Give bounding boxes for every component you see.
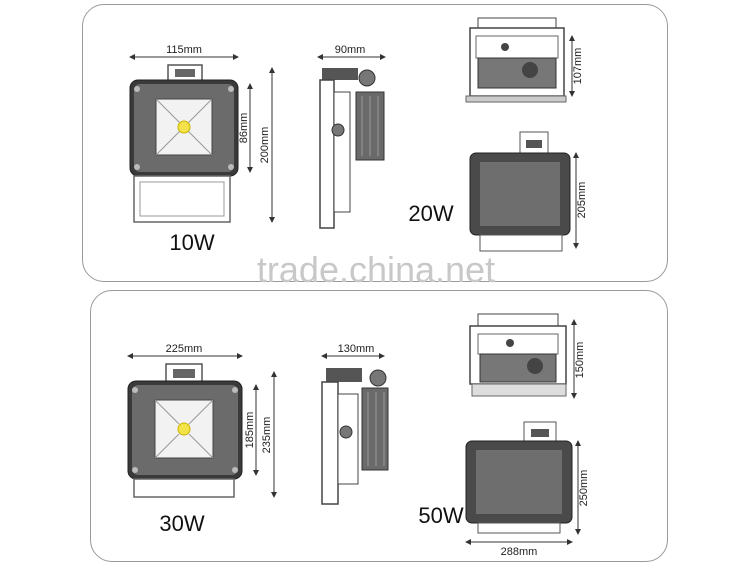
front-view-20w: 205mm xyxy=(469,131,588,252)
front-view-50w: 250mm 288mm xyxy=(465,421,590,558)
front-10w-dimensions: 115mm 86mm 200mm xyxy=(129,44,275,223)
side-view-10w: 90mm xyxy=(317,44,386,229)
label-10w: 10W xyxy=(169,230,214,255)
dim-130mm: 130mm xyxy=(338,343,375,355)
dim-150mm: 150mm xyxy=(574,342,586,379)
dim-107mm: 107mm xyxy=(572,48,584,85)
side-view-30w: 130mm xyxy=(321,343,389,505)
watermark: trade.china.net xyxy=(257,249,495,290)
dim-185mm: 185mm xyxy=(244,412,256,449)
label-20w: 20W xyxy=(408,201,453,226)
dim-205mm: 205mm xyxy=(576,182,588,219)
dim-225mm: 225mm xyxy=(166,343,203,355)
dim-90mm: 90mm xyxy=(335,44,366,56)
label-50w: 50W xyxy=(418,503,463,528)
front-30w-dimensions: 225mm 185mm 235mm xyxy=(127,343,277,498)
label-30w: 30W xyxy=(159,511,204,536)
front-view-10w xyxy=(129,64,239,223)
dim-250mm: 250mm xyxy=(578,470,590,507)
top-view-20w: 107mm xyxy=(465,17,584,103)
dim-235mm: 235mm xyxy=(261,417,273,454)
dim-200mm: 200mm xyxy=(259,127,271,164)
dim-115mm: 115mm xyxy=(166,44,202,56)
top-view-50w: 150mm xyxy=(469,313,586,399)
front-view-30w xyxy=(127,363,243,498)
dim-288mm: 288mm xyxy=(501,546,538,558)
dim-86mm: 86mm xyxy=(238,113,250,144)
